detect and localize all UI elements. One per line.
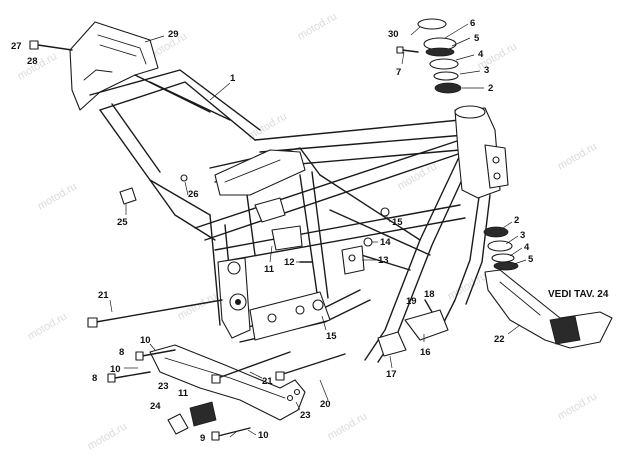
callout-26: 26 (188, 189, 199, 200)
callout-14: 14 (380, 237, 391, 248)
watermark: motod.ru (36, 180, 80, 212)
callout-19: 19 (406, 296, 417, 307)
callout-21-lower: 21 (262, 376, 273, 387)
watermark: motod.ru (296, 10, 340, 42)
watermark: motod.ru (446, 270, 490, 302)
callout-22: 22 (494, 334, 505, 345)
callout-11: 11 (264, 264, 275, 275)
callout-17: 17 (386, 369, 397, 380)
callout-6: 6 (470, 18, 475, 29)
watermark: motod.ru (26, 310, 70, 342)
callout-12: 12 (284, 257, 295, 268)
rear-seat-bracket (69, 21, 159, 111)
callout-13: 13 (378, 255, 389, 266)
callout-30: 30 (388, 29, 399, 40)
callout-25: 25 (117, 217, 128, 228)
upper-cross-bracket (214, 149, 306, 251)
steering-head (454, 105, 509, 199)
callout-28: 28 (27, 56, 38, 67)
callout-23-lower: 23 (300, 410, 311, 421)
top-bearing-stack (417, 18, 462, 94)
callout-11-lower: 11 (178, 388, 189, 399)
callout-5-lower: 5 (528, 254, 534, 265)
lower-bearing-stack (483, 226, 519, 271)
callout-5: 5 (474, 33, 480, 44)
watermark: motod.ru (556, 140, 600, 172)
callout-4: 4 (478, 49, 484, 60)
callout-10-lower: 10 (258, 430, 269, 441)
callout-16: 16 (420, 347, 431, 358)
callout-8-lower: 8 (92, 373, 97, 384)
callout-3: 3 (484, 65, 489, 76)
callout-23: 23 (158, 381, 169, 392)
watermark: motod.ru (556, 390, 600, 422)
callout-2-lower: 2 (514, 215, 519, 226)
callout-labels: 30 6 5 4 3 2 7 27 28 29 1 26 25 15 14 13… (11, 18, 609, 444)
callout-29: 29 (168, 29, 179, 40)
callout-10-mid: 10 (110, 364, 121, 375)
small-brackets (119, 174, 449, 435)
callout-20: 20 (320, 399, 331, 410)
callout-9: 9 (200, 433, 205, 444)
callout-7: 7 (396, 67, 401, 78)
callout-4-lower: 4 (524, 242, 530, 253)
callout-8: 8 (119, 347, 124, 358)
callout-3-lower: 3 (520, 230, 525, 241)
callout-1: 1 (230, 73, 236, 84)
front-lower-cradle (484, 269, 613, 349)
callout-15-lower: 15 (326, 331, 337, 342)
callout-18: 18 (424, 289, 435, 300)
reference-note: VEDI TAV. 24 (548, 289, 609, 300)
leader-lines (109, 23, 527, 438)
callout-10: 10 (140, 335, 151, 346)
callout-15: 15 (392, 217, 403, 228)
watermark: motod.ru (326, 410, 370, 442)
watermark: motod.ru (396, 160, 440, 192)
callout-27: 27 (11, 41, 22, 52)
watermark: motod.ru (86, 420, 130, 452)
rear-lower-rail (149, 344, 306, 421)
callout-24: 24 (150, 401, 161, 412)
callout-21: 21 (98, 290, 109, 301)
swingarm-pivot-plates (217, 257, 331, 341)
callout-2: 2 (488, 83, 493, 94)
